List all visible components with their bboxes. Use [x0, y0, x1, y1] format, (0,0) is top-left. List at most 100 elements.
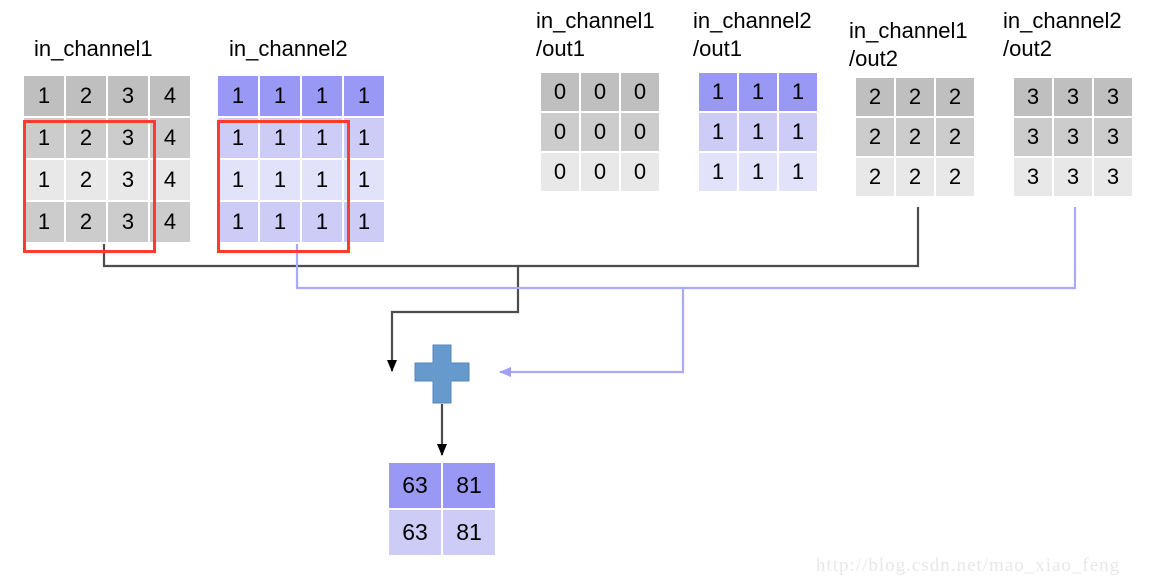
- input-channel2-cell: 1: [344, 76, 386, 118]
- wire-in-channel2-to-sum: [295, 241, 685, 377]
- kernel-in1-out2-cell: 2: [896, 118, 936, 158]
- kernel-in1-out2-cell: 2: [856, 118, 896, 158]
- kernel-2-label-line2: /out2: [849, 46, 898, 71]
- kernel-3-label-line2: /out2: [1003, 36, 1052, 61]
- input-channel2-cell: 1: [218, 160, 260, 202]
- output-cell: 63: [389, 463, 443, 510]
- input-channel1-cell: 4: [150, 202, 192, 244]
- kernel-in2-out2-cell: 3: [1054, 118, 1094, 158]
- kernel-in2-out2-cell: 3: [1014, 78, 1054, 118]
- input-channel1-cell: 2: [66, 202, 108, 244]
- kernel-in1-out1-cell: 0: [581, 113, 621, 153]
- kernel-2-label-line1: in_channel1: [849, 18, 968, 43]
- watermark-text: http://blog.csdn.net/mao_xiao_feng: [816, 555, 1121, 576]
- input-channel1-cell: 1: [24, 76, 66, 118]
- input-channel2-cell: 1: [302, 118, 344, 160]
- input-channel1-cell: 3: [108, 118, 150, 160]
- kernel-1-label-line2: /out1: [693, 36, 742, 61]
- kernel-in2-out2-cell: 3: [1054, 78, 1094, 118]
- input-channel1-cell: 4: [150, 118, 192, 160]
- kernel-in2-out1-cell: 1: [779, 153, 819, 193]
- input-channel2-cell: 1: [344, 160, 386, 202]
- input-channel1-cell: 2: [66, 160, 108, 202]
- input-channel1-cell: 3: [108, 76, 150, 118]
- kernel-in2-out1-cell: 1: [779, 73, 819, 113]
- input-channel2-cell: 1: [302, 160, 344, 202]
- input-channel1-cell: 4: [150, 160, 192, 202]
- kernel-in2-out1-cell: 1: [699, 73, 739, 113]
- output-cell: 81: [443, 463, 497, 510]
- kernel-in1-out2-cell: 2: [856, 158, 896, 198]
- input-channel1-cell: 2: [66, 76, 108, 118]
- input-channel2-cell: 1: [260, 118, 302, 160]
- kernel-in2-out2-cell: 3: [1014, 118, 1054, 158]
- kernel-in1-out1-cell: 0: [621, 113, 661, 153]
- input-channel1-cell: 1: [24, 118, 66, 160]
- input-channel2-cell: 1: [344, 202, 386, 244]
- output-cell: 63: [389, 510, 443, 557]
- plus-icon: [414, 344, 470, 404]
- output-cell: 81: [443, 510, 497, 557]
- kernel-0-label-line2: /out1: [536, 36, 585, 61]
- kernel-in1-out2-cell: 2: [896, 158, 936, 198]
- kernel-in1-out2-cell: 2: [936, 158, 976, 198]
- kernel-in2-out2-cell: 3: [1094, 118, 1134, 158]
- input-channel2-cell: 1: [302, 76, 344, 118]
- kernel-in1-out1-cell: 0: [581, 153, 621, 193]
- input-channel2-cell: 1: [260, 160, 302, 202]
- input-channel1-cell: 3: [108, 160, 150, 202]
- input-channel1-cell: 1: [24, 160, 66, 202]
- kernel-3-label-line1: in_channel2: [1003, 8, 1122, 33]
- input-channel2-cell: 1: [260, 76, 302, 118]
- kernel-in2-out2-cell: 3: [1094, 158, 1134, 198]
- kernel-in2-out1-cell: 1: [779, 113, 819, 153]
- input-channel1-cell: 1: [24, 202, 66, 244]
- kernel-in1-out1-cell: 0: [621, 73, 661, 113]
- kernel-in2-out2-cell: 3: [1094, 78, 1134, 118]
- kernel-in1-out2-cell: 2: [856, 78, 896, 118]
- input-channel2-cell: 1: [260, 202, 302, 244]
- wire-kernel-out2-ch1-to-sum: [518, 207, 920, 268]
- input-channel2-cell: 1: [218, 202, 260, 244]
- kernel-in2-out1-cell: 1: [739, 153, 779, 193]
- input-channel2-cell: 1: [344, 118, 386, 160]
- input-channel2-label: in_channel2: [229, 36, 348, 61]
- kernel-0-label-line1: in_channel1: [536, 8, 655, 33]
- wire-kernel-out2-ch2-to-sum: [683, 207, 1077, 290]
- kernel-1-label-line1: in_channel2: [693, 8, 812, 33]
- kernel-in2-out1-cell: 1: [739, 113, 779, 153]
- input-channel1-cell: 4: [150, 76, 192, 118]
- kernel-in2-out1-cell: 1: [699, 113, 739, 153]
- kernel-in1-out1-cell: 0: [541, 113, 581, 153]
- kernel-in1-out1-cell: 0: [541, 153, 581, 193]
- kernel-in2-out2-cell: 3: [1054, 158, 1094, 198]
- input-channel1-cell: 2: [66, 118, 108, 160]
- kernel-in2-out1-cell: 1: [739, 73, 779, 113]
